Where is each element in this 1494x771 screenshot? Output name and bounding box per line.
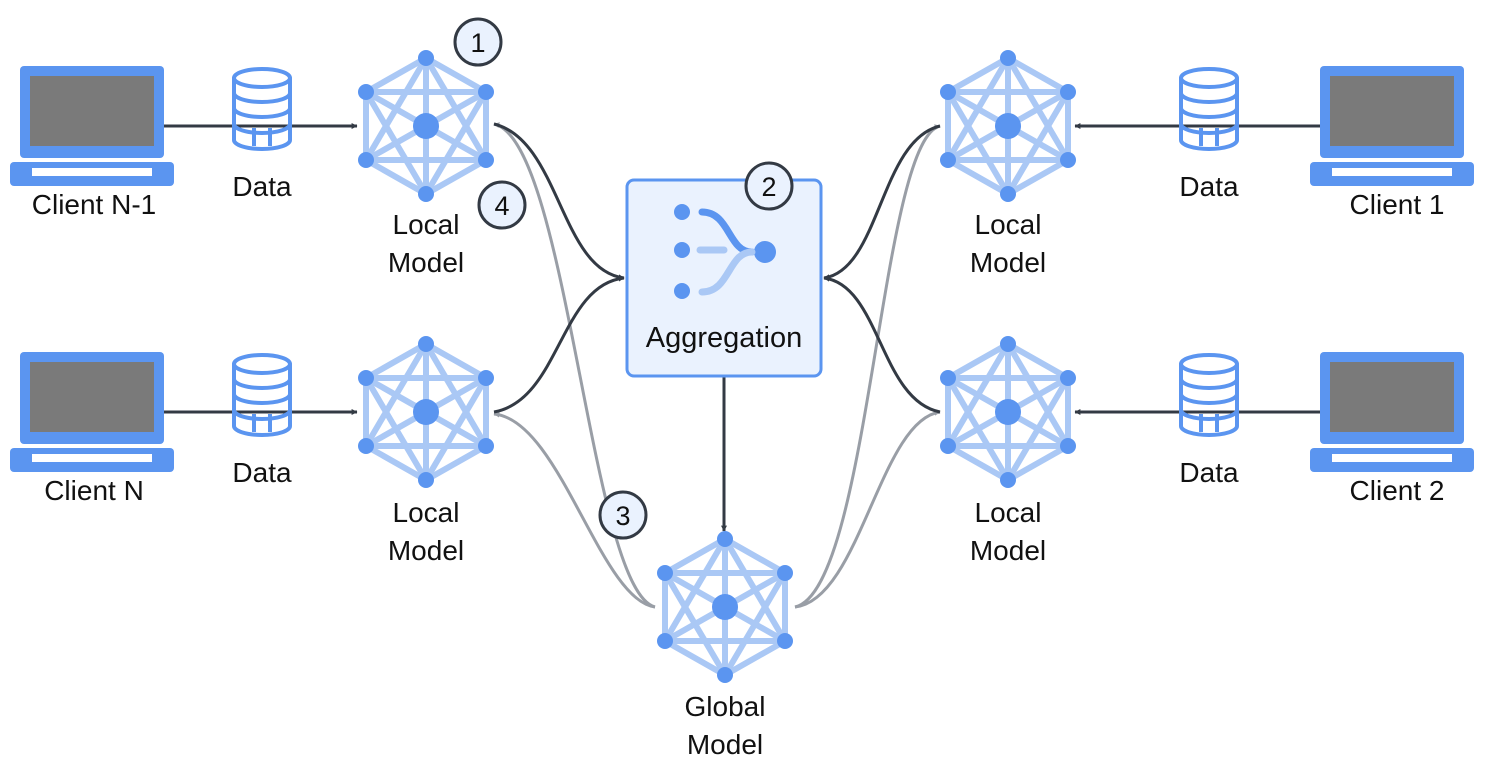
step-badge-3: 3: [598, 490, 648, 540]
local-model-bottom-left: Local Model: [358, 336, 494, 566]
data-label: Data: [232, 457, 292, 488]
database-icon: [1179, 67, 1239, 151]
step-number: 4: [494, 191, 509, 221]
database-icon: [232, 353, 292, 437]
model-label-line1: Local: [975, 209, 1042, 240]
client-label: Client N-1: [32, 189, 156, 220]
connectors: [162, 122, 1326, 609]
neural-network-icon: [940, 336, 1076, 488]
data-label: Data: [232, 171, 292, 202]
client-n: Client N: [10, 352, 174, 506]
model-label-line1: Local: [393, 497, 460, 528]
client-1: Client 1: [1310, 66, 1474, 220]
step-badge-4: 4: [477, 180, 527, 230]
data-store-client-n-1: Data: [232, 67, 292, 202]
arrow-global-to-local-bottom-left: [493, 411, 656, 609]
arrow-global-to-local-top-right: [794, 124, 941, 609]
aggregation-label: Aggregation: [646, 322, 802, 354]
model-label-line1: Global: [685, 691, 766, 722]
model-label-line1: Local: [975, 497, 1042, 528]
arrow-local-bottom-right-to-aggregation: [823, 275, 941, 414]
step-number: 2: [761, 172, 776, 202]
data-store-client-2: Data: [1179, 353, 1239, 488]
model-label-line2: Model: [970, 247, 1046, 278]
model-label-line2: Model: [388, 247, 464, 278]
laptop-icon: [1310, 66, 1474, 186]
client-label: Client 1: [1350, 189, 1445, 220]
client-n-1: Client N-1: [10, 66, 174, 220]
local-model-top-left: Local Model: [358, 50, 494, 278]
client-label: Client N: [44, 475, 144, 506]
merge-icon: [674, 204, 776, 299]
arrow-local-top-left-to-aggregation: [493, 122, 625, 281]
database-icon: [232, 67, 292, 151]
arrow-global-to-local-top-left: [493, 122, 656, 609]
local-model-bottom-right: Local Model: [940, 336, 1076, 566]
local-model-top-right: Local Model: [940, 50, 1076, 278]
step-number: 1: [470, 28, 485, 58]
neural-network-icon: [358, 50, 494, 202]
data-label: Data: [1179, 171, 1239, 202]
neural-network-icon: [358, 336, 494, 488]
step-badge-1: 1: [453, 17, 503, 67]
step-number: 3: [615, 501, 630, 531]
global-model: Global Model: [657, 531, 793, 760]
arrow-global-to-local-bottom-right: [794, 409, 941, 609]
data-label: Data: [1179, 457, 1239, 488]
database-icon: [1179, 353, 1239, 437]
arrow-local-top-right-to-aggregation: [823, 124, 941, 281]
laptop-icon: [1310, 352, 1474, 472]
client-2: Client 2: [1310, 352, 1474, 506]
neural-network-icon: [657, 531, 793, 683]
step-badge-2: 2: [744, 161, 794, 211]
neural-network-icon: [940, 50, 1076, 202]
data-store-client-1: Data: [1179, 67, 1239, 202]
aggregation-node: Aggregation: [625, 178, 823, 378]
model-label-line2: Model: [970, 535, 1046, 566]
model-label-line2: Model: [687, 729, 763, 760]
laptop-icon: [10, 352, 174, 472]
model-label-line2: Model: [388, 535, 464, 566]
laptop-icon: [10, 66, 174, 186]
model-label-line1: Local: [393, 209, 460, 240]
data-store-client-n: Data: [232, 353, 292, 488]
arrow-local-bottom-left-to-aggregation: [493, 275, 625, 414]
client-label: Client 2: [1350, 475, 1445, 506]
